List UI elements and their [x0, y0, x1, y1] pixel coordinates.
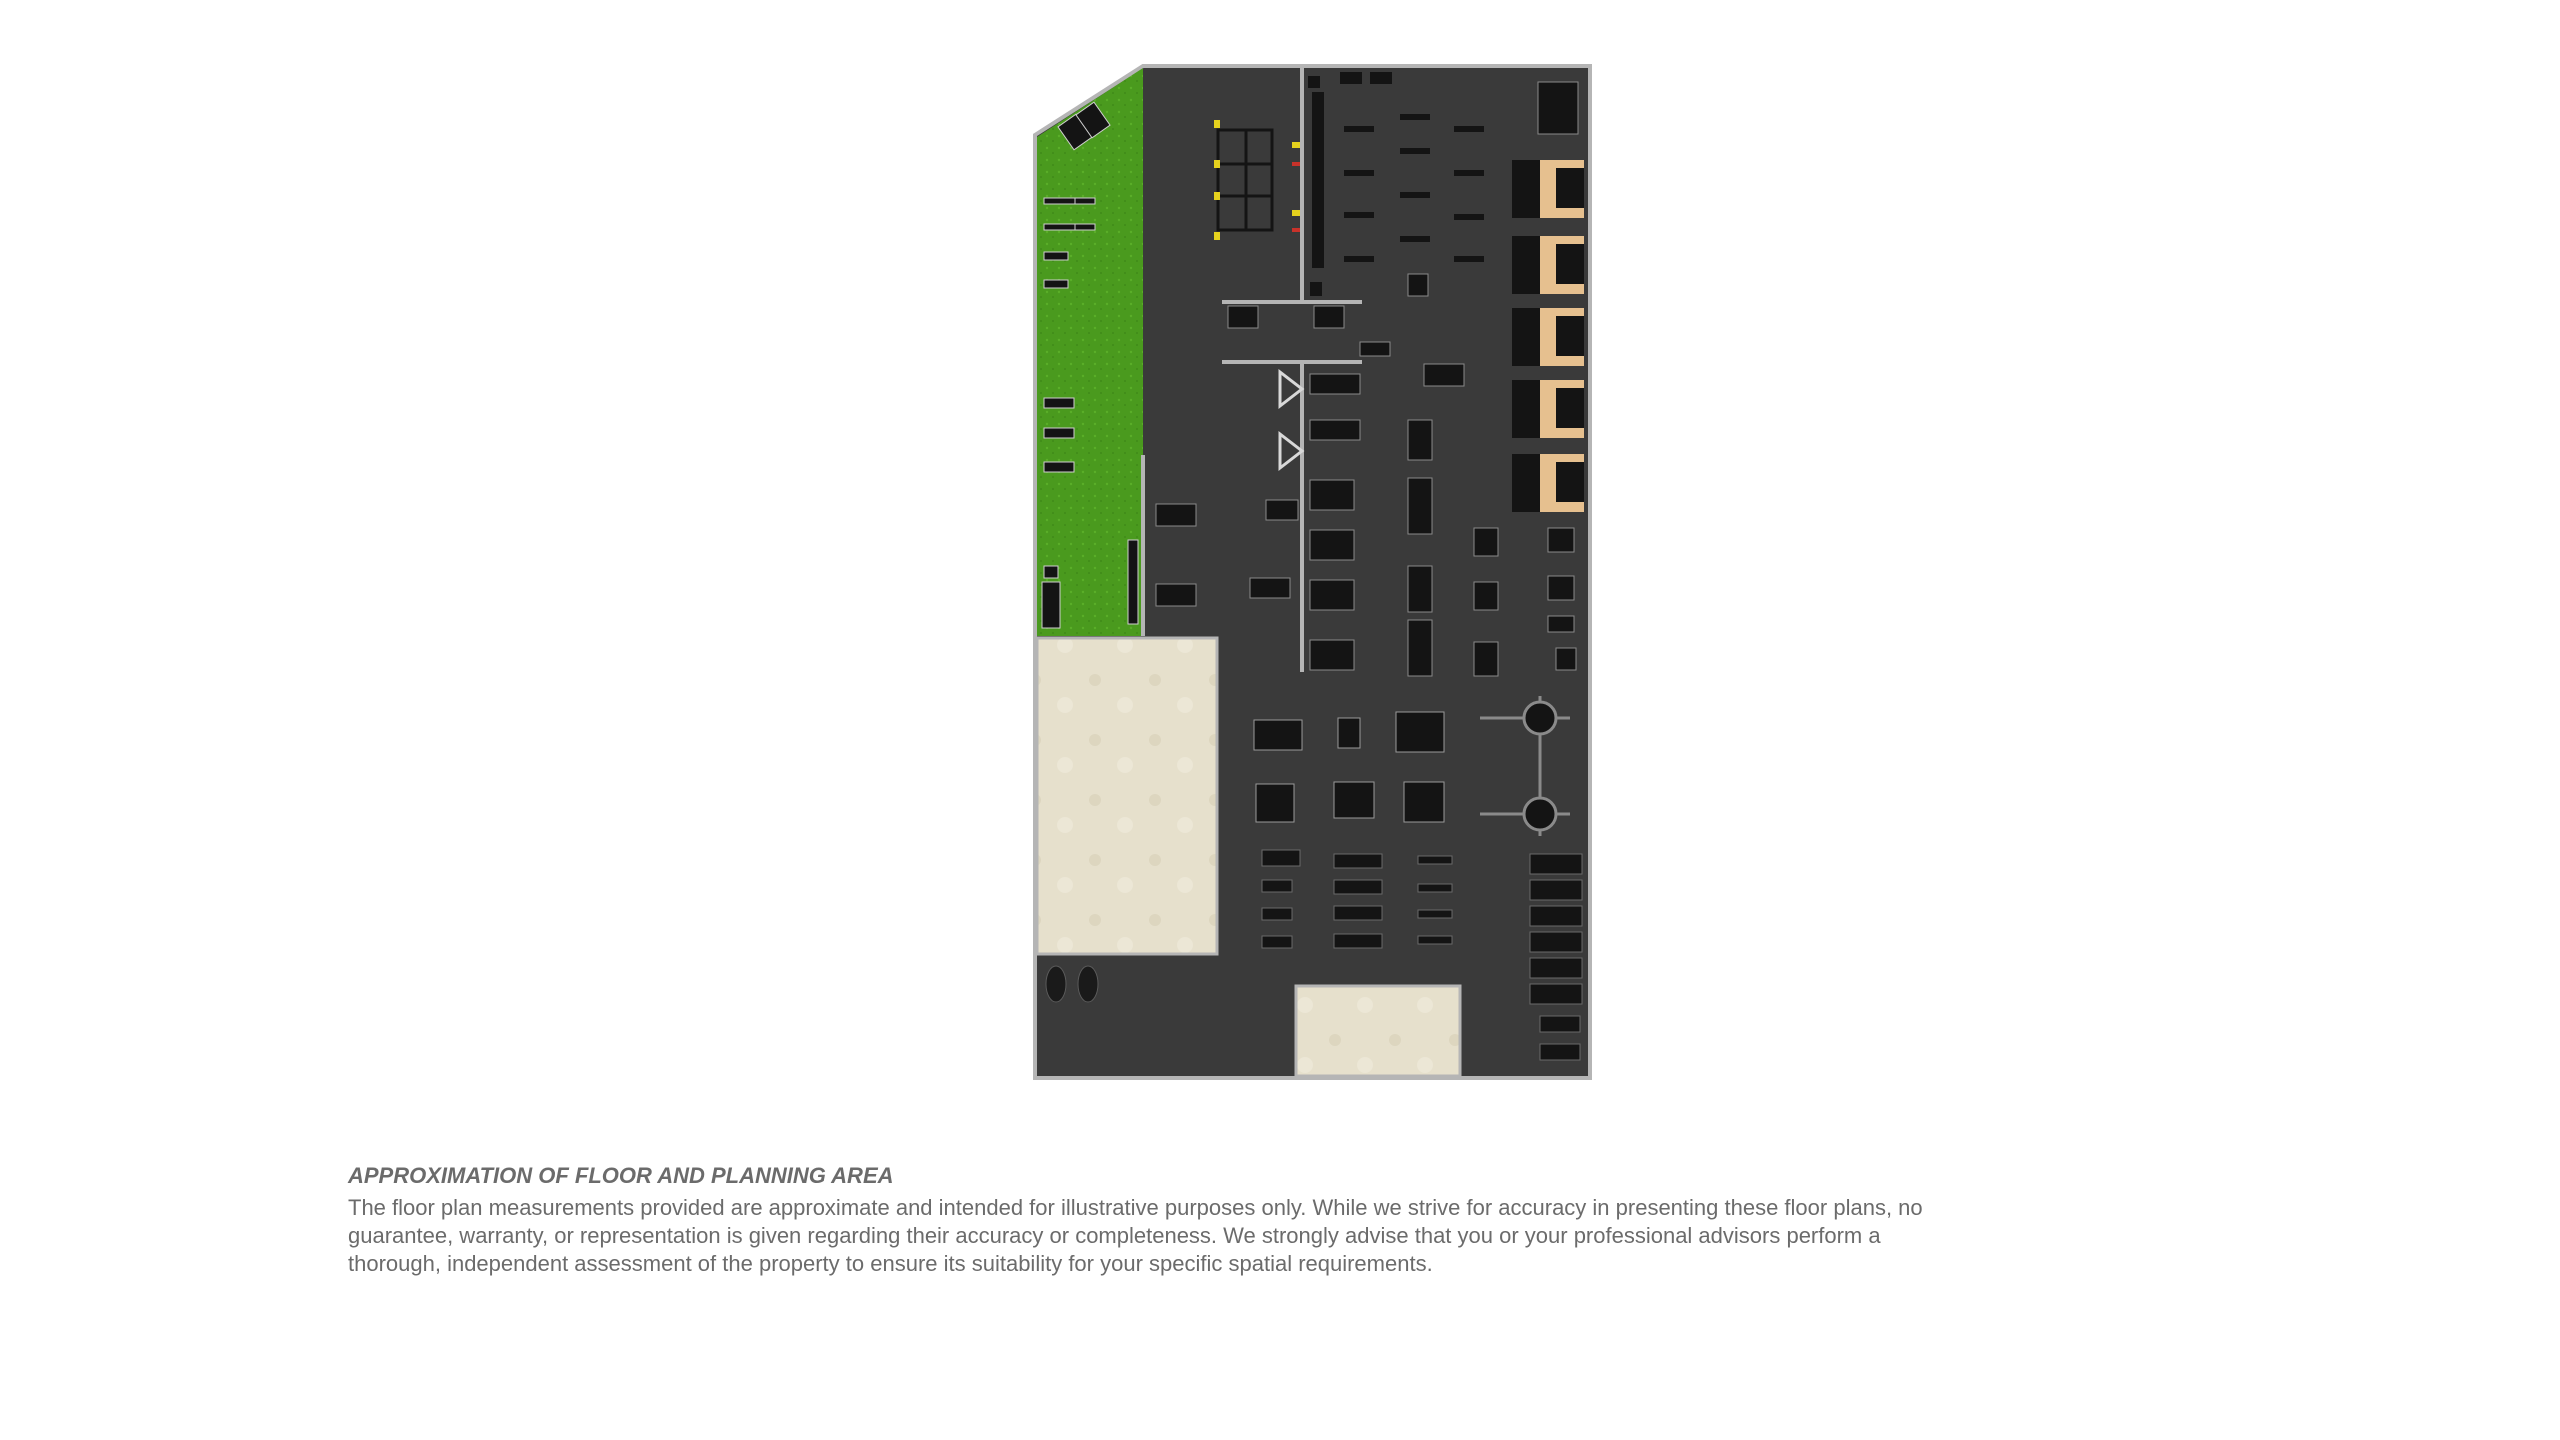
- disclaimer-title: APPROXIMATION OF FLOOR AND PLANNING AREA: [348, 1163, 894, 1188]
- disclaimer-body: The floor plan measurements provided are…: [348, 1195, 1923, 1276]
- turf-area: [1037, 68, 1143, 636]
- tile-area-large: [1035, 636, 1219, 956]
- dumbbell-rack: [1308, 72, 1392, 296]
- cardio-treadmills: [1529, 853, 1583, 1061]
- lifting-platforms: [1512, 160, 1584, 512]
- cable-stations: [1278, 368, 1305, 472]
- turf-equipment: [1041, 101, 1139, 629]
- benches: [1261, 849, 1453, 949]
- squat-racks: [1216, 128, 1274, 232]
- rack-red-plates: [1292, 162, 1300, 232]
- functional-trainer: [1480, 696, 1570, 836]
- internal-walls: [1222, 68, 1362, 672]
- plate-loaded-machines: [1253, 711, 1445, 823]
- dumbbells: [1344, 114, 1484, 262]
- tile-area-small: [1294, 984, 1462, 1078]
- strength-machines: [1155, 81, 1579, 677]
- rack-plates: [1214, 120, 1300, 240]
- floor-pads: [1045, 965, 1099, 1003]
- disclaimer: APPROXIMATION OF FLOOR AND PLANNING AREA…: [348, 1162, 1968, 1278]
